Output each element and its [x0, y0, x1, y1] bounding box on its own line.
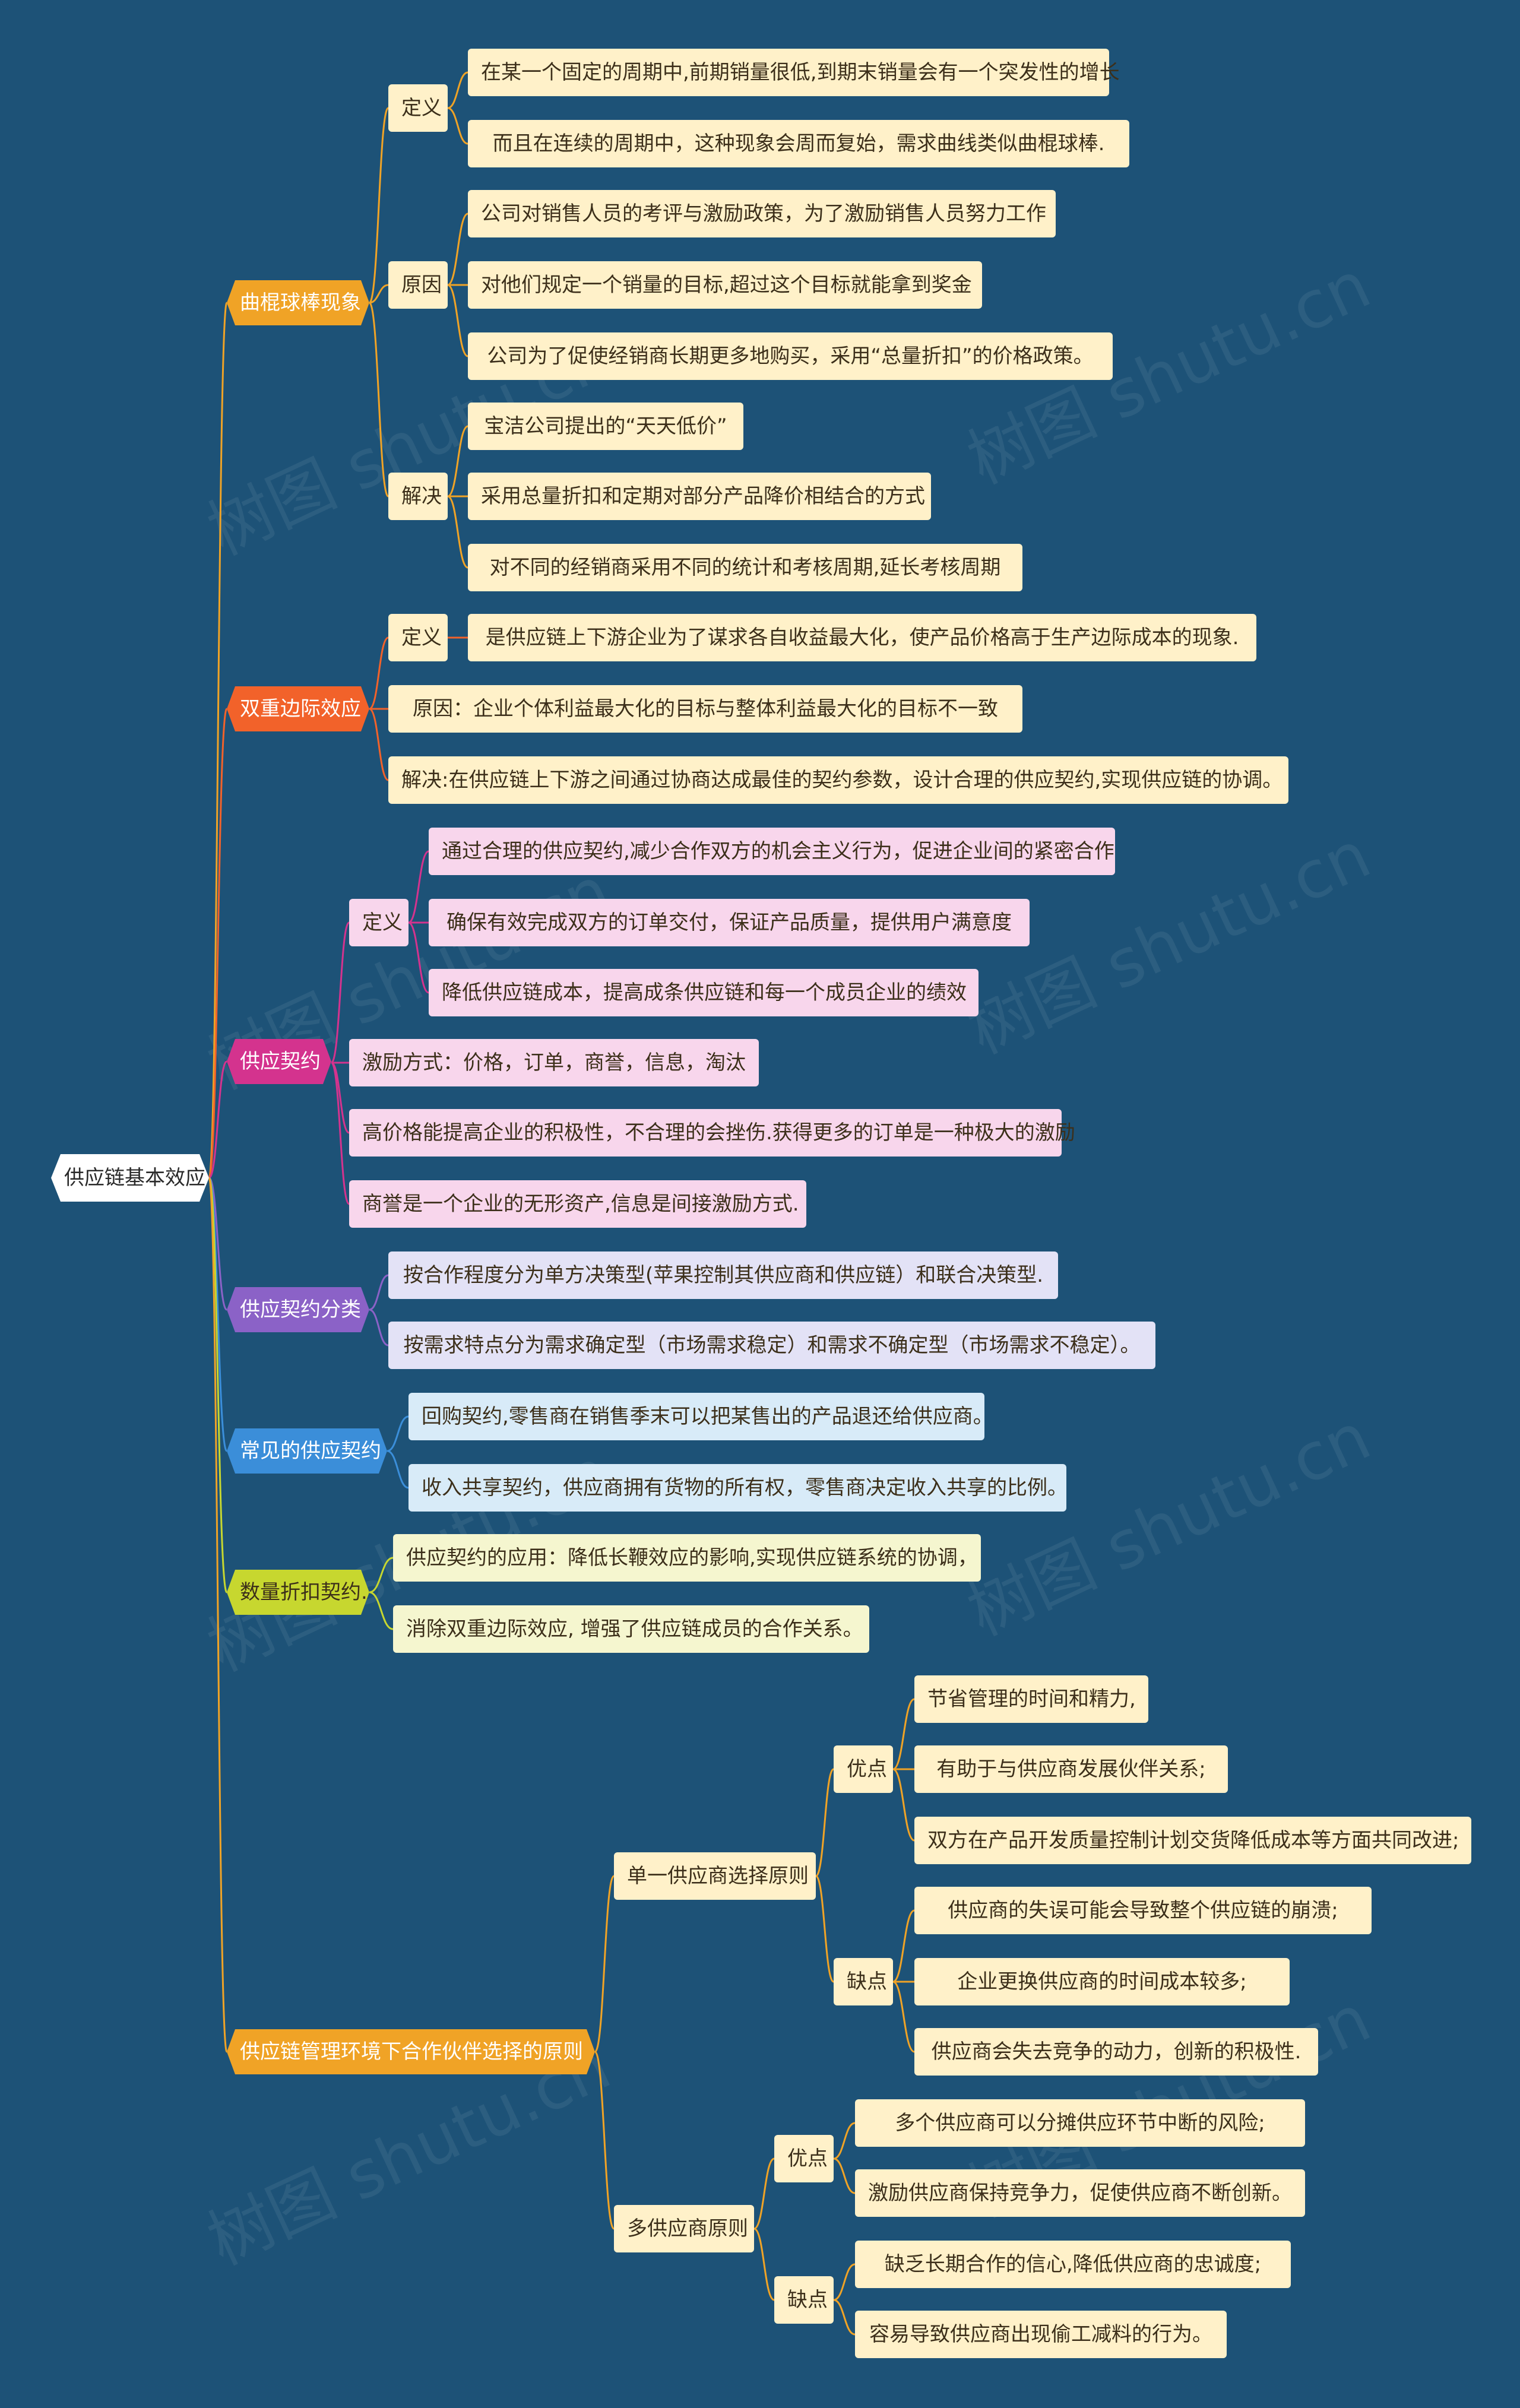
leaf-item[interactable]: 容易导致供应商出现偷工减料的行为。 [855, 2311, 1227, 2358]
group-cause[interactable]: 原因 [388, 261, 448, 309]
connector-line [387, 1415, 409, 1452]
connector-line [369, 1308, 389, 1346]
connector-line [368, 107, 390, 304]
branch-supply-contract[interactable]: 供应契约 [227, 1039, 331, 1084]
connector-line [833, 2157, 856, 2194]
connector-line [447, 495, 468, 569]
connector-line [447, 213, 468, 286]
branch-quantity-discount[interactable]: 数量折扣契约. [227, 1570, 369, 1615]
connector-line [447, 107, 468, 145]
connector-line [833, 2122, 856, 2160]
branch-hockey-stick[interactable]: 曲棍球棒现象 [227, 280, 369, 325]
branch-contract-types[interactable]: 供应契约分类 [227, 1287, 369, 1332]
connector-line [208, 1177, 228, 2053]
leaf-item[interactable]: 多个供应商可以分摊供应环节中断的风险; [855, 2099, 1305, 2147]
leaf-item[interactable]: 公司对销售人员的考评与激励政策，为了激励销售人员努力工作 [468, 190, 1056, 237]
leaf-item[interactable]: 商誉是一个企业的无形资产,信息是间接激励方式. [349, 1180, 806, 1228]
group-definition[interactable]: 定义 [388, 614, 448, 661]
leaf-item[interactable]: 在某一个固定的周期中,前期销量很低,到期末销量会有一个突发性的增长 [468, 49, 1120, 96]
connector-line [815, 1768, 835, 1877]
leaf-item[interactable]: 缺乏长期合作的信心,降低供应商的忠诚度; [855, 2241, 1291, 2288]
leaf-item[interactable]: 对不同的经销商采用不同的统计和考核周期,延长考核周期 [468, 544, 1022, 591]
leaf-item[interactable]: 回购契约,零售商在销售季末可以把某售出的产品退还给供应商。 [408, 1393, 993, 1440]
leaf-item[interactable]: 收入共享契约，供应商拥有货物的所有权，零售商决定收入共享的比例。 [408, 1464, 1068, 1512]
leaf-item[interactable]: 是供应链上下游企业为了谋求各自收益最大化，使产品价格高于生产边际成本的现象. [468, 614, 1256, 661]
leaf-item[interactable]: 企业更换供应商的时间成本较多; [914, 1958, 1290, 2005]
connector-line [833, 2263, 856, 2301]
connector-line [447, 425, 468, 498]
leaf-item[interactable]: 激励供应商保持竞争力，促使供应商不断创新。 [855, 2169, 1305, 2217]
leaf-item[interactable]: 按合作程度分为单方决策型(苹果控制其供应商和供应链）和联合决策型. [388, 1251, 1058, 1299]
connector-line [369, 636, 389, 710]
connector-line [369, 1591, 394, 1630]
leaf-item[interactable]: 有助于与供应商发展伙伴关系; [914, 1745, 1228, 1793]
leaf-item[interactable]: 确保有效完成双方的订单交付，保证产品质量，提供用户满意度 [429, 899, 1030, 946]
connector-line [208, 302, 228, 1179]
leaf-item[interactable]: 通过合理的供应契约,减少合作双方的机会主义行为，促进企业间的紧密合作 [429, 828, 1115, 875]
leaf-item[interactable]: 激励方式：价格，订单，商誉，信息，淘汰 [349, 1039, 759, 1086]
connector-line [594, 2051, 615, 2230]
group-definition[interactable]: 定义 [388, 84, 448, 132]
connector-line [447, 71, 468, 109]
connector-line [447, 284, 468, 357]
group-solution[interactable]: 解决 [388, 473, 448, 520]
connector-line [208, 708, 228, 1179]
connector-line [753, 2157, 775, 2230]
connector-line [208, 1177, 228, 1593]
connector-line [892, 1981, 915, 2053]
group-advantages[interactable]: 优点 [774, 2135, 834, 2182]
connector-line [369, 284, 389, 304]
leaf-item[interactable]: 公司为了促使经销商长期更多地购买，采用“总量折扣”的价格政策。 [468, 332, 1113, 380]
group-disadvantages[interactable]: 缺点 [774, 2276, 834, 2324]
branch-double-marginalization[interactable]: 双重边际效应 [227, 686, 369, 731]
sub-multi-supplier[interactable]: 多供应商原则 [614, 2205, 754, 2252]
leaf-item[interactable]: 对他们规定一个销量的目标,超过这个目标就能拿到奖金 [468, 261, 982, 309]
branch-partner-selection[interactable]: 供应链管理环境下合作伙伴选择的原则 [227, 2029, 595, 2074]
connector-line [833, 2299, 856, 2336]
leaf-item[interactable]: 供应契约的应用：降低长鞭效应的影响,实现供应链系统的协调， [393, 1534, 981, 1582]
connector-line [408, 921, 429, 994]
leaf-item[interactable]: 降低供应链成本，提高成条供应链和每一个成员企业的绩效 [429, 969, 978, 1016]
leaf-item[interactable]: 消除双重边际效应, 增强了供应链成员的合作关系。 [393, 1605, 869, 1653]
leaf-item[interactable]: 原因：企业个体利益最大化的目标与整体利益最大化的目标不一致 [388, 685, 1022, 733]
connector-line [892, 1768, 915, 1842]
connector-line [892, 1698, 915, 1770]
connector-line [594, 1875, 615, 2053]
group-advantages[interactable]: 优点 [834, 1745, 893, 1793]
leaf-item[interactable]: 供应商的失误可能会导致整个供应链的崩溃; [914, 1887, 1372, 1934]
leaf-item[interactable]: 按需求特点分为需求确定型（市场需求稳定）和需求不确定型（市场需求不稳定）。 [388, 1322, 1155, 1369]
leaf-item[interactable]: 供应商会失去竞争的动力，创新的积极性. [914, 2028, 1318, 2076]
root-topic[interactable]: 供应链基本效应 [51, 1154, 209, 1202]
sub-single-supplier[interactable]: 单一供应商选择原则 [614, 1852, 816, 1900]
group-definition[interactable]: 定义 [349, 899, 408, 946]
leaf-item[interactable]: 宝洁公司提出的“天天低价” [468, 403, 743, 450]
connector-line [330, 921, 350, 1064]
connector-line [369, 1274, 389, 1311]
connector-line [208, 1060, 228, 1179]
connector-line [892, 1909, 915, 1983]
connector-line [753, 2228, 775, 2301]
connector-line [369, 1557, 394, 1593]
leaf-item[interactable]: 节省管理的时间和精力, [914, 1675, 1148, 1723]
connector-line [815, 1875, 835, 1983]
connector-line [368, 302, 390, 498]
group-disadvantages[interactable]: 缺点 [834, 1958, 893, 2005]
leaf-item[interactable]: 高价格能提高企业的积极性，不合理的会挫伤.获得更多的订单是一种极大的激励 [349, 1109, 1075, 1157]
connector-line [330, 1062, 350, 1205]
connector-line [387, 1450, 409, 1489]
leaf-item[interactable]: 采用总量折扣和定期对部分产品降价相结合的方式 [468, 473, 931, 520]
leaf-item[interactable]: 解决:在供应链上下游之间通过协商达成最佳的契约参数，设计合理的供应契约,实现供应… [388, 756, 1288, 804]
connector-line [408, 850, 429, 924]
leaf-item[interactable]: 双方在产品开发质量控制计划交货降低成本等方面共同改进; [914, 1817, 1471, 1864]
branch-common-contracts[interactable]: 常见的供应契约 [227, 1428, 387, 1474]
leaf-item[interactable]: 而且在连续的周期中，这种现象会周而复始，需求曲线类似曲棍球棒. [468, 120, 1129, 167]
connector-line [369, 708, 389, 781]
